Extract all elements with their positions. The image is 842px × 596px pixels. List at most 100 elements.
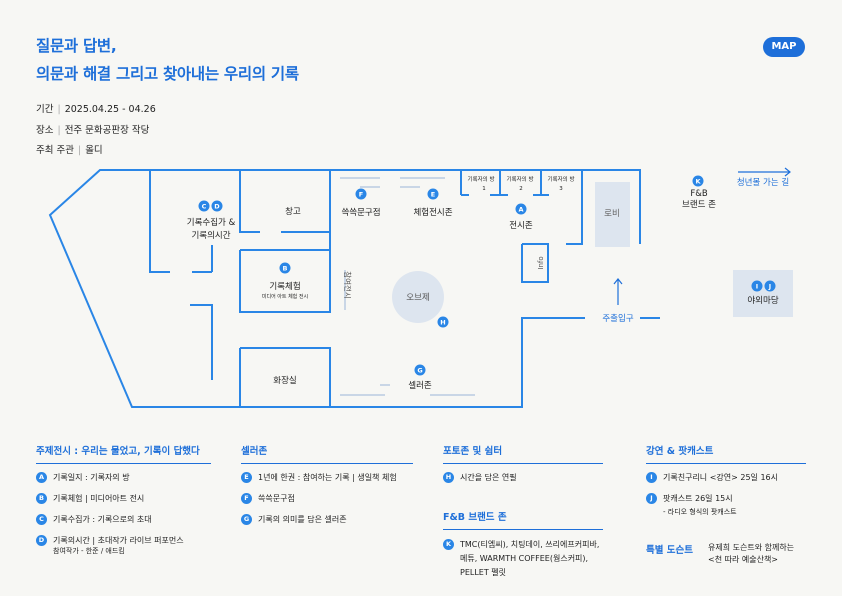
label-experience: 기록체험	[269, 281, 300, 292]
legend-item-f-text: 쓱쓱문구점	[258, 494, 295, 503]
marker-k-circle	[692, 175, 704, 187]
marker-d-icon: D	[36, 535, 47, 546]
legend-talks-heading: 강연 & 팟캐스트	[646, 446, 714, 457]
label-selah: 셀러존	[408, 380, 432, 391]
label-outdoor: 야외마당	[747, 295, 778, 306]
info-period-label: 기간	[36, 104, 54, 115]
legend-fnb-divider	[443, 529, 603, 530]
wall-experience-room	[239, 249, 331, 313]
legend-sellers-divider	[241, 463, 413, 464]
legend-docent: 특별 도슨트 유제희 도슨트와 함께하는 <천 따라 예술산책>	[646, 542, 816, 566]
label-room-3-no: 3	[559, 186, 563, 192]
marker-c-circle	[198, 200, 210, 212]
label-lobby: 로비	[604, 209, 620, 219]
legend-item-h-text: 시간을 담은 연필	[460, 473, 517, 482]
objet-area	[392, 271, 444, 323]
legend-item-g: G 기록의 의미를 담은 셀러존	[241, 514, 413, 525]
outdoor-area	[733, 270, 793, 317]
marker-e-circle	[427, 188, 439, 200]
marker-g: G	[417, 367, 422, 375]
marker-d: D	[214, 203, 220, 211]
marker-b: B	[283, 265, 288, 273]
marker-h-circle	[437, 316, 449, 328]
legend-main-heading: 주제전시 : 우리는 물었고, 기록이 답했다	[36, 446, 200, 457]
marker-k-icon: K	[443, 539, 454, 550]
marker-g-icon: G	[241, 514, 252, 525]
legend-item-k-line2: 메튜, WARMTH COFFEE(웜스커피),	[460, 554, 589, 563]
legend-item-k-line3: PELLET 펠릿	[460, 568, 506, 577]
wall-outer-left-bottom	[48, 169, 585, 408]
legend-photo-heading: 포토존 및 쉼터	[443, 446, 503, 457]
wall-restroom	[239, 347, 331, 408]
legend-item-j-sub: - 라디오 형식의 팟캐스트	[663, 508, 737, 516]
marker-j-icon: J	[646, 493, 657, 504]
wall-storage-left	[239, 170, 260, 233]
marker-h: H	[440, 319, 445, 327]
legend-docent-heading: 특별 도슨트	[646, 545, 694, 556]
marker-b-circle	[279, 262, 291, 274]
label-room-3: 기록자의 방	[547, 175, 574, 183]
info-host-label: 주최 주관	[36, 145, 74, 156]
label-experience-exhibit: 체험전시존	[413, 207, 452, 218]
legend-item-k-text: TMC(티엠씨), 치팅데이, 쓰리에프커피바,	[460, 540, 600, 549]
legend-talks-divider	[646, 463, 806, 464]
marker-f: F	[359, 191, 363, 199]
legend-item-d-text: 기록의시간 | 초대작가 라이브 퍼포먼스	[53, 536, 184, 545]
label-restroom: 화장실	[273, 375, 296, 386]
legend-main-divider	[36, 463, 211, 464]
info-period-value: 2025.04.25 - 04.26	[64, 104, 156, 115]
legend-item-j: J 팟캐스트 26일 15시 - 라디오 형식의 팟캐스트	[646, 493, 806, 520]
entrance-arrowhead-icon	[613, 278, 623, 285]
info-period: 기간|2025.04.25 - 04.26	[36, 104, 156, 115]
wall-spur	[190, 304, 213, 380]
legend-item-k: K TMC(티엠씨), 치팅데이, 쓰리에프커피바, 메튜, WARMTH COFF…	[443, 538, 603, 580]
legend-item-e-text: 1년에 한권 : 참여하는 기록 | 생일책 체험	[258, 473, 397, 482]
marker-e: E	[431, 191, 435, 199]
label-storage: 창고	[285, 207, 301, 217]
legend-sellers-heading: 셀러존	[241, 446, 268, 457]
info-venue-label: 장소	[36, 125, 54, 136]
label-room-2: 기록자의 방	[506, 175, 533, 183]
marker-a-circle	[515, 203, 527, 215]
legend-item-i-text: 기록친구리니 <강연> 25일 16시	[663, 473, 778, 482]
floor-plan: 기록수집가 & 기록의시간 창고 기록체험 미디어 아트 체험 전시 화장실 쓱…	[48, 167, 793, 408]
marker-i: I	[756, 283, 758, 291]
marker-d-circle	[211, 200, 223, 212]
marker-a: A	[518, 206, 523, 214]
label-fnb: F&B	[690, 189, 708, 199]
legend-photo-divider	[443, 463, 603, 464]
label-room-2-no: 2	[519, 186, 523, 192]
legend-item-c-text: 기록수집가 : 기록으로의 초대	[53, 515, 152, 524]
wall-info-booth	[521, 243, 549, 283]
legend-item-a-text: 기록일지 : 기록자의 방	[53, 473, 130, 482]
label-archive: 기록수집가 &	[187, 217, 236, 228]
legend-item-g-text: 기록의 의미를 담은 셀러존	[258, 515, 347, 524]
page-title-line2: 의문과 해결 그리고 찾아내는 우리의 기록	[36, 65, 299, 83]
info-host-value: 올디	[85, 145, 103, 156]
youth-road-arrowhead-icon	[784, 167, 791, 177]
wall-room-left	[149, 170, 170, 273]
lobby-area	[595, 182, 630, 247]
legend-item-e: E 1년에 한권 : 참여하는 기록 | 생일책 체험	[241, 472, 413, 483]
marker-k: K	[695, 178, 701, 186]
label-exhibit: 전시존	[509, 220, 533, 231]
legend-item-j-text: 팟캐스트 26일 15시	[663, 494, 733, 503]
marker-j: J	[768, 283, 771, 291]
wall-exhibit-right	[566, 170, 583, 245]
label-archive-2: 기록의시간	[191, 230, 230, 241]
marker-e-icon: E	[241, 472, 252, 483]
label-info: Info	[537, 256, 545, 269]
legend-docent-text: 유제희 도슨트와 함께하는 <천 따라 예술산책>	[708, 542, 794, 566]
label-stationery: 쓱쓱문구점	[341, 207, 380, 218]
label-vertical: 참여전시	[343, 271, 353, 299]
marker-c: C	[202, 203, 207, 211]
